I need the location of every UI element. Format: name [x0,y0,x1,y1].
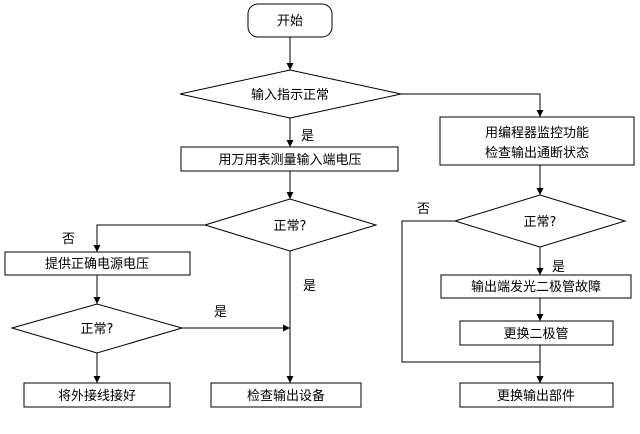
process-supply-voltage-label: 提供正确电源电压 [45,256,149,272]
decision-normal-1: 正常? [203,198,378,252]
decision-normal-3-label: 正常? [524,215,557,230]
decision-normal-2-label: 正常? [81,322,114,337]
edge-label-yes-check: 是 [303,279,316,294]
edge-label-yes-merge: 是 [214,305,227,320]
process-led-fault-label: 输出端发光二极管故障 [471,279,601,295]
edge-label-no-replace: 否 [417,202,430,217]
edge-label-yes-measure: 是 [301,129,314,144]
process-replace-output-part: 更换输出部件 [459,382,614,408]
edge-normal3-to-replace [401,220,544,383]
process-supply-voltage: 提供正确电源电压 [4,251,191,276]
edge-indicator-to-programmer [401,93,544,117]
process-measure-voltage: 用万用表测量输入端电压 [180,146,399,172]
process-measure-voltage-label: 用万用表测量输入端电压 [218,152,361,168]
process-check-output-device: 检查输出设备 [210,382,362,408]
process-check-output-device-label: 检查输出设备 [247,388,325,404]
decision-input-indicator: 输入指示正常 [179,69,402,119]
process-replace-diode-label: 更换二极管 [503,327,568,342]
process-programmer-monitor-line2: 检查输出通断状态 [485,145,589,161]
edge-label-no-supply: 否 [62,232,75,247]
process-rewire: 将外接线接好 [23,382,171,408]
process-replace-output-part-label: 更换输出部件 [497,388,575,404]
process-programmer-monitor: 用编程器监控功能 检查输出通断状态 [439,116,635,166]
edge-label-yes-led: 是 [552,260,565,275]
decision-normal-2: 正常? [10,303,184,354]
start-node: 开始 [247,3,333,38]
decision-normal-1-label: 正常? [274,219,307,234]
process-programmer-monitor-line1: 用编程器监控功能 [485,126,589,141]
process-led-fault: 输出端发光二极管故障 [440,274,632,299]
process-rewire-label: 将外接线接好 [58,388,136,404]
edge-normal1-to-supply [93,224,205,252]
decision-input-indicator-label: 输入指示正常 [251,87,329,103]
decision-normal-3: 正常? [453,194,627,248]
process-replace-diode: 更换二极管 [459,320,614,346]
start-label: 开始 [277,14,303,29]
